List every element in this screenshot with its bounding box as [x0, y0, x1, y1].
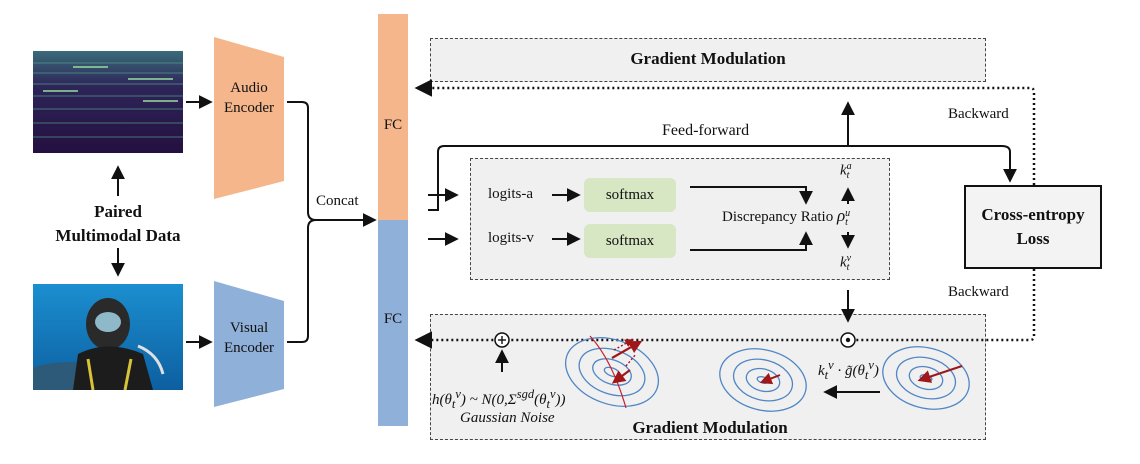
rho-sup: u [845, 207, 851, 219]
visual-encoder-label: Visual Encoder [214, 318, 284, 358]
bottom-gradient-modulation-box [430, 314, 986, 440]
logits-v-label: logits-v [488, 230, 534, 246]
bottom-gradient-modulation-title: Gradient Modulation [632, 418, 788, 437]
backward-top-line [414, 79, 1036, 185]
softmax-a-label: softmax [605, 186, 655, 203]
paired-line1: Paired [94, 202, 142, 221]
logits-a-label: logits-a [488, 186, 533, 202]
k-v-sub: t [846, 262, 850, 273]
feed-forward-label: Feed-forward [662, 122, 750, 139]
fc-top-label: FC [383, 116, 403, 133]
audio-encoder-line1: Audio [230, 80, 268, 96]
rho-sub: t [845, 216, 848, 228]
paired-data-label: Paired Multimodal Data [28, 200, 208, 248]
contour-plot-middle [719, 348, 807, 412]
visual-encoder-shape [214, 281, 284, 407]
spectrogram-image [33, 51, 183, 153]
loss-line1: Cross-entropy [981, 205, 1085, 224]
fc-bottom-bar [378, 220, 408, 426]
fc-bottom-label: FC [383, 310, 403, 327]
k-a-sub: t [846, 170, 850, 181]
audio-encoder-label: Audio Encoder [214, 78, 284, 118]
backward-bottom-line [414, 269, 1036, 349]
concat-label: Concat [316, 193, 359, 209]
diver-picture [33, 284, 183, 390]
cross-entropy-loss-box: Cross-entropy Loss [964, 185, 1102, 269]
contour-plot-left [564, 337, 660, 407]
noise-formula: h(θtv) ~ N(0,Σsgd(θtv)) [432, 387, 566, 411]
gaussian-noise-caption: Gaussian Noise [460, 410, 555, 426]
ratio-text: Discrepancy Ratio [722, 209, 834, 225]
k-v-sup: v [846, 253, 852, 264]
connector-visual-to-concat [287, 219, 317, 343]
k-v-symbol: k [840, 254, 847, 271]
arrow-softmax-a-to-ratio [690, 186, 813, 205]
middle-logits-box [470, 158, 890, 280]
softmax-v-box: softmax [584, 224, 676, 258]
audio-encoder-shape [214, 37, 284, 199]
backward-bottom-label: Backward [948, 284, 1009, 300]
arrow-softmax-v-to-ratio [690, 231, 813, 251]
fc-top-bar [378, 14, 408, 220]
softmax-a-box: softmax [584, 178, 676, 212]
paired-line2: Multimodal Data [55, 226, 181, 245]
k-a-sup: a [846, 161, 852, 172]
rho-symbol: ρ [836, 206, 846, 225]
audio-encoder-line2: Encoder [224, 100, 274, 116]
scuba-diver-image [33, 284, 183, 390]
connector-audio-to-concat [287, 101, 317, 221]
softmax-v-label: softmax [605, 232, 655, 249]
top-gradient-modulation-title: Gradient Modulation [630, 49, 786, 68]
top-gradient-modulation-box [430, 38, 986, 82]
k-a-symbol: k [840, 162, 847, 179]
spectrogram-texture [33, 51, 183, 153]
visual-encoder-line2: Encoder [224, 340, 274, 356]
feed-forward-line [428, 145, 1017, 211]
gradient-formula: ktv · g̃(θtv) [818, 358, 879, 382]
backward-top-label: Backward [948, 106, 1009, 122]
loss-line2: Loss [1016, 229, 1050, 248]
visual-encoder-line1: Visual [229, 320, 269, 336]
